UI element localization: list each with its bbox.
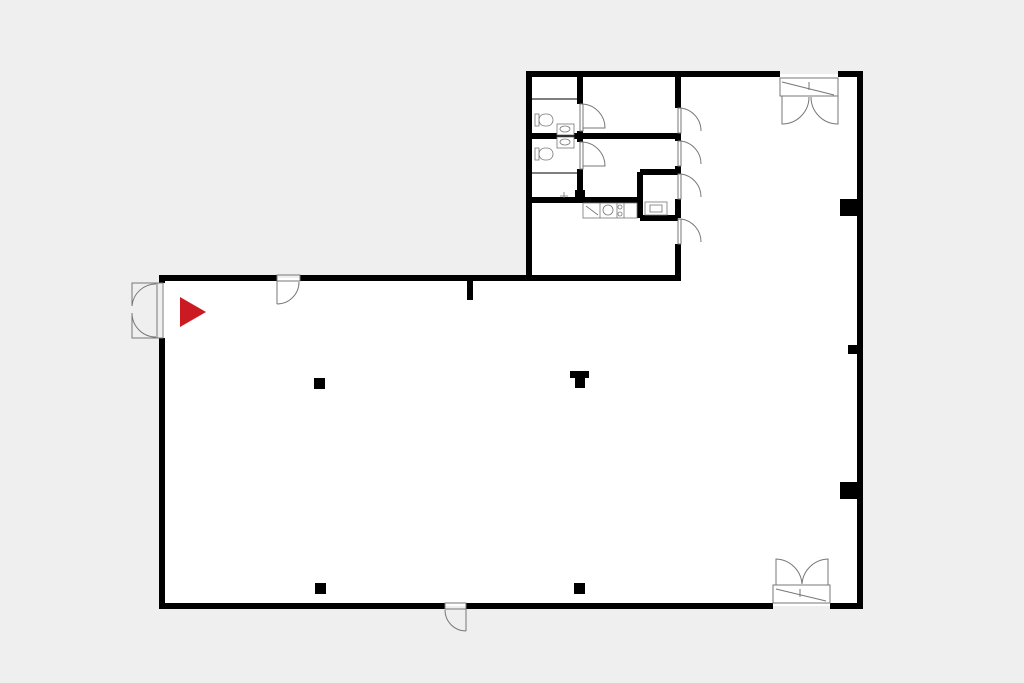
- column-icon: [314, 378, 325, 389]
- double-door-icon: [131, 282, 164, 339]
- doors: [131, 77, 839, 632]
- column-icon: [570, 371, 589, 388]
- sink-icon: [644, 201, 668, 216]
- toilet-icon: [534, 113, 554, 127]
- column-icon: [840, 199, 857, 216]
- toilet-icon: [534, 147, 554, 161]
- toilet-partitions: [532, 98, 577, 174]
- door-icon: [677, 107, 702, 134]
- fixtures: [534, 113, 668, 219]
- double-door-icon: [772, 558, 831, 604]
- double-door-icon: [779, 77, 839, 125]
- door-icon: [677, 218, 702, 245]
- door-icon: [677, 173, 702, 200]
- door-icon: [579, 103, 606, 132]
- sink-icon: [556, 123, 575, 136]
- sink-icon: [556, 136, 575, 149]
- column-icon: [848, 345, 857, 354]
- columns: [314, 190, 857, 594]
- entrance-arrow-icon: [180, 297, 206, 327]
- kitchen-counter: [582, 202, 638, 219]
- door-icon: [444, 602, 467, 632]
- column-icon: [574, 583, 585, 594]
- door-icon: [677, 140, 702, 167]
- column-icon: [315, 583, 326, 594]
- floor-area: [162, 74, 860, 606]
- column-icon: [575, 190, 585, 200]
- column-icon: [840, 482, 857, 499]
- door-icon: [579, 141, 606, 170]
- door-icon: [276, 274, 301, 305]
